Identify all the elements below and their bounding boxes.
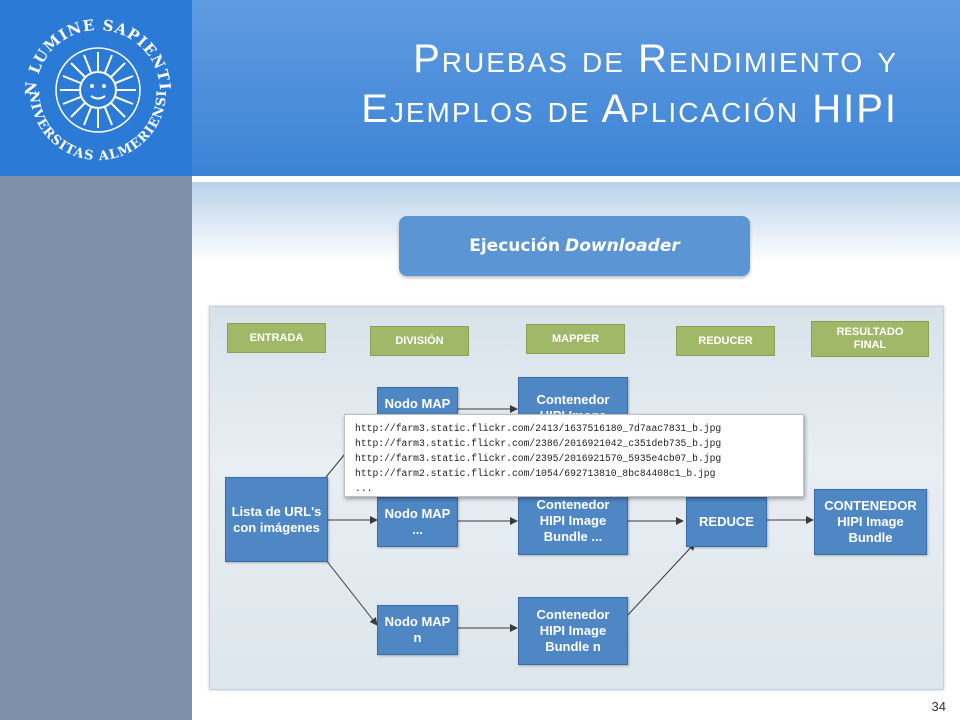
node-reduce: REDUCE — [686, 497, 767, 547]
stage-entrada: ENTRADA — [227, 323, 326, 353]
node-bundle-mid: Contenedor HIPI Image Bundle ... — [518, 487, 628, 555]
stage-division: DIVISIÓN — [370, 326, 469, 356]
node-result: CONTENEDOR HIPI Image Bundle — [814, 489, 927, 555]
url-line: http://farm3.static.flickr.com/2395/2016… — [355, 453, 722, 464]
title-line-1: Pruebas de Rendimiento y — [413, 37, 898, 81]
slide-title: Pruebas de Rendimiento y Ejemplos de Apl… — [258, 34, 898, 134]
header-divider — [192, 176, 960, 182]
page-number: 34 — [931, 699, 946, 714]
section-heading-emphasis: Downloader — [565, 236, 680, 256]
university-logo: IN LUMINE SAPIENTIA UNIVERSITAS ALMERIEN… — [0, 0, 192, 176]
stage-reducer: REDUCER — [676, 326, 775, 356]
mapreduce-diagram: ENTRADA DIVISIÓN MAPPER REDUCER RESULTAD… — [209, 306, 944, 690]
node-map-mid: Nodo MAP ... — [377, 497, 458, 547]
url-line: http://farm2.static.flickr.com/1054/6927… — [355, 468, 716, 479]
section-heading-prefix: Ejecución — [469, 236, 561, 256]
node-url-list: Lista de URL's con imágenes — [225, 477, 328, 562]
title-line-2: Ejemplos de Aplicación HIPI — [361, 87, 898, 131]
node-map-n: Nodo MAP n — [377, 605, 458, 655]
url-line: http://farm3.static.flickr.com/2413/1637… — [355, 423, 722, 434]
stage-resultado-final: RESULTADO FINAL — [811, 321, 929, 357]
arrow-bundlen-reduce — [625, 542, 696, 618]
header-bar — [192, 0, 960, 176]
diagram-arrows — [325, 405, 814, 632]
url-line: http://farm3.static.flickr.com/2386/2016… — [355, 438, 722, 449]
university-seal-icon: IN LUMINE SAPIENTIA UNIVERSITAS ALMERIEN… — [0, 0, 173, 164]
arrow-input-mapn — [325, 559, 378, 626]
url-list-popup: http://farm3.static.flickr.com/2413/1637… — [344, 414, 804, 497]
node-bundle-n: Contenedor HIPI Image Bundle n — [518, 597, 628, 665]
stage-mapper: MAPPER — [526, 324, 625, 354]
url-ellipsis: ... — [355, 483, 373, 494]
